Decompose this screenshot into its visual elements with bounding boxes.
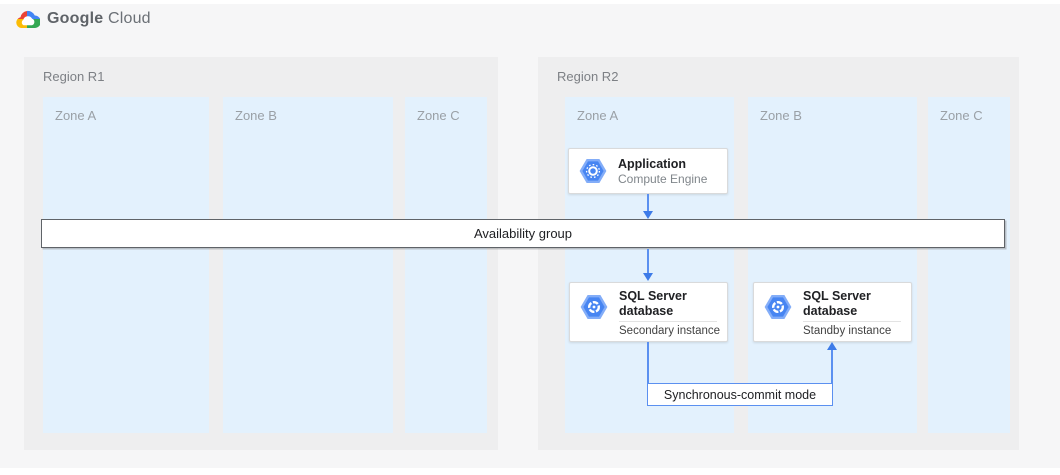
synchronous-commit-label-box: Synchronous-commit mode: [647, 383, 833, 406]
logo-word-cloud: Cloud: [107, 10, 151, 27]
arrowhead-down-icon: [643, 273, 653, 281]
card-divider: [803, 321, 901, 322]
arrow-availability-to-sql-line: [647, 249, 649, 274]
region-r2-zone-c: Zone C: [928, 97, 1010, 433]
google-cloud-icon: [14, 9, 40, 29]
sql-server-standby-card: SQL Server database Standby instance: [753, 282, 912, 342]
arrow-app-to-availability-line: [647, 194, 649, 213]
sync-connector-right-line: [831, 349, 833, 384]
compute-engine-icon: [579, 157, 607, 185]
zone-label: Zone A: [577, 108, 619, 123]
zone-label: Zone B: [235, 108, 277, 123]
page-bottom-edge: [0, 468, 1060, 475]
application-card-subtitle: Compute Engine: [618, 172, 708, 186]
sync-connector-left-line: [647, 342, 649, 384]
sql-instance-label: Secondary instance: [619, 325, 721, 337]
sql-server-icon: [580, 293, 608, 321]
availability-group-bar: Availability group: [41, 219, 1005, 248]
sql-instance-label: Standby instance: [803, 325, 892, 337]
arrowhead-down-icon: [643, 211, 653, 219]
synchronous-commit-label: Synchronous-commit mode: [663, 387, 817, 402]
region-r1: Region R1 Zone A Zone B Zone C: [24, 57, 498, 450]
availability-group-label: Availability group: [473, 226, 573, 241]
region-r1-label: Region R1: [43, 69, 105, 84]
region-r1-zone-c: Zone C: [405, 97, 487, 433]
logo-word-google: Google: [47, 10, 104, 27]
application-card-title: Application: [618, 157, 687, 171]
region-r1-zone-a: Zone A: [43, 97, 209, 433]
arrowhead-up-icon: [827, 342, 837, 350]
sql-card-title: SQL Server database: [619, 289, 687, 318]
sql-server-icon: [764, 293, 792, 321]
region-r1-zone-b: Zone B: [223, 97, 393, 433]
card-divider: [619, 321, 717, 322]
zone-label: Zone A: [55, 108, 97, 123]
sql-card-title: SQL Server database: [803, 289, 871, 318]
region-r2-label: Region R2: [557, 69, 619, 84]
zone-label: Zone B: [760, 108, 802, 123]
google-cloud-logo-text: Google Cloud: [47, 10, 151, 28]
page-top-edge: [0, 0, 1060, 4]
google-cloud-logo: Google Cloud: [14, 9, 151, 29]
zone-label: Zone C: [417, 108, 460, 123]
application-card: Application Compute Engine: [568, 148, 728, 194]
zone-label: Zone C: [940, 108, 983, 123]
sql-server-secondary-card: SQL Server database Secondary instance: [569, 282, 728, 342]
